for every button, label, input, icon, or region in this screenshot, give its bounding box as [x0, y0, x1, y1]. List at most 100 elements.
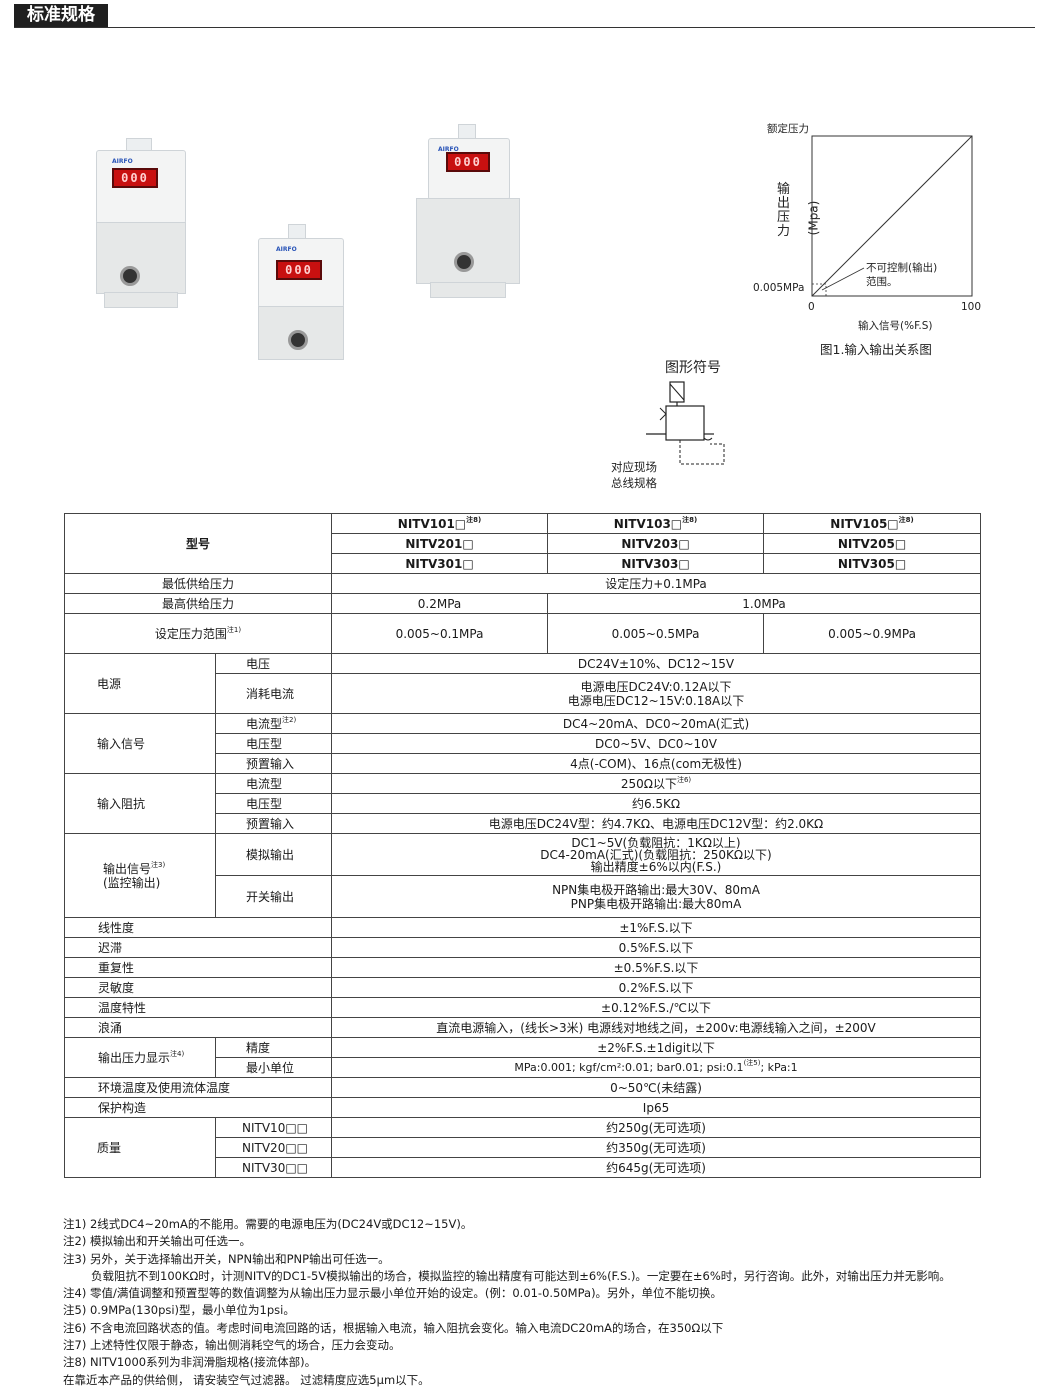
- power-current-value: 电源电压DC24V:0.12A以下电源电压DC12~15V:0.18A以下: [331, 673, 982, 714]
- footnote: 注6) 不含电流回路状态的值。考虑时间电流回路的话，根据输入电流，输入阻抗会变化…: [63, 1320, 724, 1335]
- model-cell: NITV103□注8): [547, 513, 765, 534]
- min-supply-value: 设定压力+0.1MPa: [331, 573, 982, 594]
- set-range-value: 0.005~0.5MPa: [547, 613, 765, 654]
- mass-value: 约250g(无可选项): [331, 1117, 982, 1138]
- output-switch-label: 开关输出: [214, 875, 333, 918]
- mass-value: 约645g(无可选项): [331, 1157, 982, 1178]
- mass-value: 约350g(无可选项): [331, 1137, 982, 1158]
- product-image-left: AIRFO 000: [90, 138, 190, 308]
- chart-x-label: 输入信号(%F.S): [858, 320, 933, 332]
- footnote: 注7) 上述特性仅限于静态，输出侧消耗空气的场合，压力会变动。: [63, 1338, 401, 1353]
- input-signal-preset-label: 预置输入: [214, 753, 333, 774]
- row-label-sensitivity: 灵敏度: [63, 977, 333, 998]
- model-cell: NITV101□注8): [331, 513, 549, 534]
- row-group-mass: 质量: [64, 1117, 216, 1178]
- display-unit-value: MPa:0.001; kgf/cm²:0.01; bar0.01; psi:0.…: [331, 1057, 982, 1078]
- row-label-surge: 浪涌: [63, 1017, 333, 1038]
- row-label-min-supply: 最低供给压力: [63, 573, 333, 594]
- model-cell: NITV201□: [331, 533, 549, 554]
- max-supply-value: 0.2MPa: [331, 593, 549, 614]
- row-label-temperature: 温度特性: [63, 997, 333, 1018]
- symbol-title: 图形符号: [665, 360, 721, 376]
- mass-model-label: NITV30□□: [214, 1157, 333, 1178]
- footnote: 注3) 另外，关于选择输出开关，NPN输出和PNP输出可任选一。: [63, 1251, 390, 1266]
- row-group-power: 电源: [64, 653, 216, 714]
- chart-y-axis-title: 输出压力: [777, 182, 791, 239]
- hysteresis-value: 0.5%F.S.以下: [331, 937, 982, 958]
- row-group-output-signal: 输出信号注3) (监控输出): [64, 833, 216, 918]
- power-voltage-value: DC24V±10%、DC12~15V: [331, 653, 982, 674]
- impedance-voltage-label: 电压型: [214, 793, 333, 814]
- row-label-linearity: 线性度: [63, 917, 333, 938]
- input-signal-voltage-label: 电压型: [214, 733, 333, 754]
- mass-model-label: NITV10□□: [214, 1117, 333, 1138]
- max-supply-value: 1.0MPa: [547, 593, 982, 614]
- product-image-middle: AIRFO 000: [254, 224, 346, 360]
- impedance-preset-label: 预置输入: [214, 813, 333, 834]
- chart-caption: 图1.输入输出关系图: [820, 342, 932, 357]
- section-title: 标准规格: [14, 4, 108, 27]
- row-group-input-impedance: 输入阻抗: [64, 773, 216, 834]
- input-signal-current-label: 电流型注2): [214, 713, 333, 734]
- footnotes: 注1) 2线式DC4~20mA的不能用。需要的电源电压为(DC24V或DC12~…: [63, 1216, 1023, 1389]
- input-signal-preset-value: 4点(-COM)、16点(com无极性): [331, 753, 982, 774]
- footnote: 注8) NITV1000系列为非润滑脂规格(接流体部)。: [63, 1355, 317, 1370]
- output-analog-label: 模拟输出: [214, 833, 333, 876]
- surge-value: 直流电源输入，(线长>3米) 电源线对地线之间，±200v:电源线输入之间，±2…: [331, 1017, 982, 1038]
- row-group-display: 输出压力显示注4): [64, 1037, 216, 1078]
- symbol-caption: 对应现场总线规格: [611, 460, 657, 490]
- graphic-symbol: [646, 381, 725, 465]
- chart-x-tick-0: 0: [808, 301, 815, 313]
- chart-x-tick-100: 100: [961, 301, 982, 313]
- row-label-hysteresis: 迟滞: [63, 937, 333, 958]
- display-accuracy-value: ±2%F.S.±1digit以下: [331, 1037, 982, 1058]
- footnote: 注5) 0.9MPa(130psi)型，最小单位为1psi。: [63, 1303, 295, 1318]
- set-range-value: 0.005~0.1MPa: [331, 613, 549, 654]
- input-signal-voltage-value: DC0~5V、DC0~10V: [331, 733, 982, 754]
- display-accuracy-label: 精度: [214, 1037, 333, 1058]
- row-label-protection: 保护构造: [63, 1097, 333, 1118]
- output-analog-value: DC1~5V(负载阻抗：1KΩ以上) DC4-20mA(汇式)(负载阻抗：250…: [331, 833, 982, 876]
- led-display: 000: [446, 152, 490, 172]
- row-label-max-supply: 最高供给压力: [63, 593, 333, 614]
- env-value: 0~50℃(未结露): [331, 1077, 982, 1098]
- row-label-set-range: 设定压力范围注1): [63, 613, 333, 654]
- footnote: 注4) 零值/满值调整和预置型等的数值调整为从输出压力显示最小单位开始的设定。(…: [63, 1286, 723, 1301]
- chart-y-label-top: 额定压力: [767, 123, 809, 135]
- impedance-voltage-value: 约6.5KΩ: [331, 793, 982, 814]
- product-image-right: AIRFO 000: [414, 124, 520, 300]
- chart-annotation: 不可控制(输出)范围。: [866, 262, 938, 288]
- impedance-current-value: 250Ω以下注6): [331, 773, 982, 794]
- set-range-value: 0.005~0.9MPa: [763, 613, 982, 654]
- chart-y-tick: 0.005MPa: [753, 282, 805, 294]
- footnote: 注1) 2线式DC4~20mA的不能用。需要的电源电压为(DC24V或DC12~…: [63, 1217, 473, 1231]
- mass-model-label: NITV20□□: [214, 1137, 333, 1158]
- led-display: 000: [276, 260, 322, 280]
- model-cell: NITV203□: [547, 533, 765, 554]
- led-display: 000: [112, 168, 158, 188]
- footnote: 负载阻抗不到100KΩ时，计测NITV的DC1-5V模拟输出的场合，模拟监控的输…: [91, 1268, 951, 1283]
- temperature-value: ±0.12%F.S./℃以下: [331, 997, 982, 1018]
- row-group-input-signal: 输入信号: [64, 713, 216, 774]
- power-voltage-label: 电压: [214, 653, 333, 674]
- impedance-preset-value: 电源电压DC24V型：约4.7KΩ、电源电压DC12V型：约2.0KΩ: [331, 813, 982, 834]
- model-cell: NITV105□注8): [763, 513, 982, 534]
- impedance-current-label: 电流型: [214, 773, 333, 794]
- spec-table: 型号 NITV101□注8) NITV103□注8) NITV105□注8) N…: [63, 513, 982, 1178]
- model-cell: NITV301□: [331, 553, 549, 574]
- output-switch-value: NPN集电极开路输出:最大30V、80mA PNP集电极开路输出:最大80mA: [331, 875, 982, 918]
- model-cell: NITV205□: [763, 533, 982, 554]
- model-cell: NITV305□: [763, 553, 982, 574]
- header-divider: [14, 27, 1035, 28]
- footnote: 注2) 模拟输出和开关输出可任选一。: [63, 1234, 251, 1249]
- sensitivity-value: 0.2%F.S.以下: [331, 977, 982, 998]
- io-relation-chart: [811, 135, 973, 297]
- row-label-repeatability: 重复性: [63, 957, 333, 978]
- footnote: 在靠近本产品的供给侧， 请安装空气过滤器。 过滤精度应选5μm以下。: [63, 1372, 430, 1387]
- model-header: 型号: [63, 513, 333, 574]
- power-current-label: 消耗电流: [214, 673, 333, 714]
- protection-value: Ip65: [331, 1097, 982, 1118]
- row-label-env: 环境温度及使用流体温度: [63, 1077, 333, 1098]
- display-unit-label: 最小单位: [214, 1057, 333, 1078]
- linearity-value: ±1%F.S.以下: [331, 917, 982, 938]
